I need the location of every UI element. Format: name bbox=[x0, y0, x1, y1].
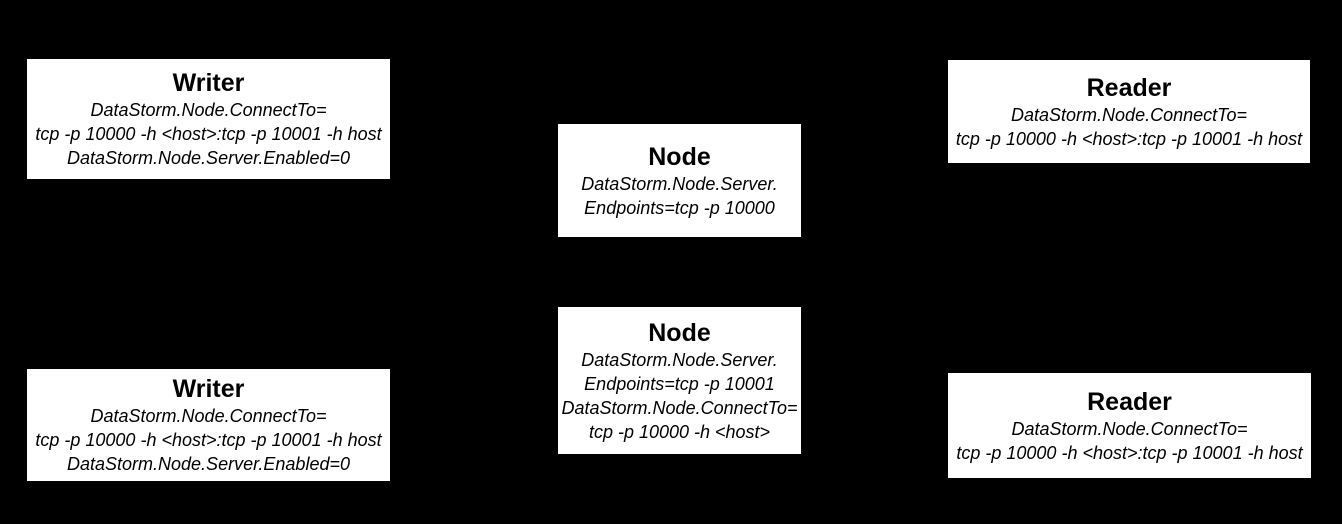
reader-box-top: Reader DataStorm.Node.ConnectTo= tcp -p … bbox=[948, 60, 1310, 163]
config-line: DataStorm.Node.Server. bbox=[581, 349, 778, 370]
config-line: tcp -p 10000 -h <host>:tcp -p 10001 -h h… bbox=[956, 442, 1303, 463]
config-line: DataStorm.Node.ConnectTo= bbox=[90, 406, 327, 426]
node-box-top-title: Node bbox=[648, 142, 711, 171]
config-line: DataStorm.Node.ConnectTo= bbox=[1011, 104, 1247, 125]
config-line: Endpoints=tcp -p 10001 bbox=[584, 373, 775, 394]
reader-box-bottom: Reader DataStorm.Node.ConnectTo= tcp -p … bbox=[948, 373, 1311, 478]
writer-box-top-title: Writer bbox=[172, 69, 245, 97]
config-line: Endpoints=tcp -p 10000 bbox=[584, 197, 775, 218]
writer-box-bottom: Writer DataStorm.Node.ConnectTo= tcp -p … bbox=[27, 369, 390, 481]
config-line: DataStorm.Node.Server. bbox=[581, 173, 778, 194]
config-line: tcp -p 10000 -h <host> bbox=[588, 421, 771, 442]
node-box-bottom: Node DataStorm.Node.Server. Endpoints=tc… bbox=[558, 307, 801, 454]
reader-box-bottom-title: Reader bbox=[1087, 387, 1172, 416]
node-box-top: Node DataStorm.Node.Server. Endpoints=tc… bbox=[558, 124, 801, 237]
config-line: DataStorm.Node.ConnectTo= bbox=[561, 397, 798, 418]
config-line: tcp -p 10000 -h <host>:tcp -p 10001 -h h… bbox=[35, 430, 382, 450]
config-line: tcp -p 10000 -h <host>:tcp -p 10001 -h h… bbox=[35, 124, 382, 144]
config-line: DataStorm.Node.Server.Enabled=0 bbox=[67, 148, 350, 168]
writer-box-bottom-title: Writer bbox=[172, 375, 245, 403]
config-line: tcp -p 10000 -h <host>:tcp -p 10001 -h h… bbox=[955, 128, 1303, 149]
node-box-bottom-title: Node bbox=[648, 318, 711, 347]
config-line: DataStorm.Node.ConnectTo= bbox=[1011, 418, 1248, 439]
config-line: DataStorm.Node.Server.Enabled=0 bbox=[67, 454, 350, 474]
writer-box-top: Writer DataStorm.Node.ConnectTo= tcp -p … bbox=[27, 59, 390, 179]
config-line: DataStorm.Node.ConnectTo= bbox=[90, 100, 327, 120]
reader-box-top-title: Reader bbox=[1086, 73, 1172, 102]
